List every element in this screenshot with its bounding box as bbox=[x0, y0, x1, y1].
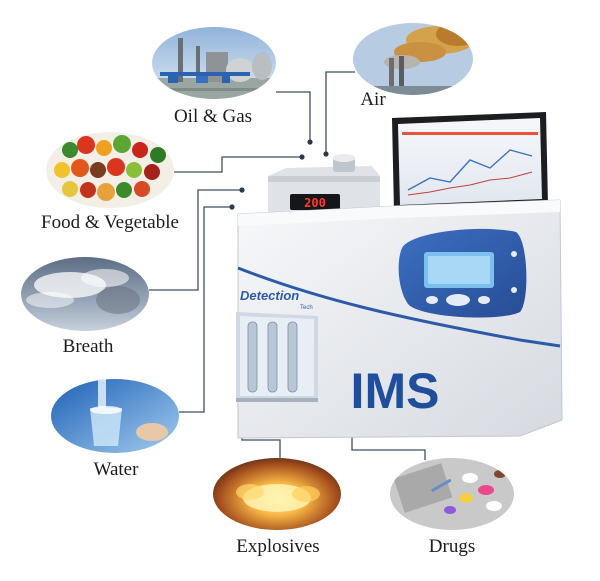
label-food: Food & Vegetable bbox=[41, 212, 179, 233]
brand-suffix: Tech bbox=[300, 305, 313, 311]
label-explosives: Explosives bbox=[236, 536, 319, 557]
label-oil-gas: Oil & Gas bbox=[174, 106, 252, 127]
temperature-display: 200 bbox=[304, 196, 326, 210]
application-labels: Oil & Gas Air Food & Vegetable Breath Wa… bbox=[41, 89, 475, 557]
connector-dot-breath bbox=[239, 187, 245, 193]
sample-tube-bay bbox=[236, 312, 318, 402]
label-water: Water bbox=[94, 459, 140, 480]
connector-food bbox=[174, 156, 300, 173]
connector-dot-oil-gas bbox=[307, 139, 313, 145]
connector-air bbox=[325, 71, 355, 152]
connector-dot-air bbox=[323, 151, 329, 157]
connector-water bbox=[179, 206, 230, 413]
connector-dot-water bbox=[229, 204, 235, 210]
control-panel bbox=[398, 228, 527, 318]
panel-button-nav bbox=[446, 294, 470, 306]
connector-drugs bbox=[351, 436, 426, 460]
breath-vapor-photo bbox=[21, 257, 149, 331]
connector-dot-food bbox=[299, 154, 305, 160]
oil-gas-refinery-photo bbox=[152, 27, 276, 99]
ims-instrument-photo: 200 Detection Tech IMS bbox=[236, 112, 563, 439]
connector-oil-gas bbox=[276, 91, 311, 140]
brand-logo: Detection bbox=[240, 288, 299, 303]
instrument-name: IMS bbox=[351, 363, 440, 419]
touchscreen-monitor bbox=[392, 112, 548, 217]
water-pouring-glass-photo bbox=[51, 379, 179, 453]
label-drugs: Drugs bbox=[429, 536, 475, 557]
label-breath: Breath bbox=[63, 336, 114, 357]
body-accent-stripe bbox=[237, 266, 561, 348]
connector-breath bbox=[149, 189, 240, 291]
panel-button-left bbox=[426, 296, 438, 304]
pills-drugs-photo bbox=[390, 458, 514, 530]
explosion-photo bbox=[213, 458, 341, 530]
panel-button-right bbox=[478, 296, 490, 304]
fruits-vegetables-photo bbox=[46, 132, 174, 208]
label-air: Air bbox=[360, 89, 386, 110]
